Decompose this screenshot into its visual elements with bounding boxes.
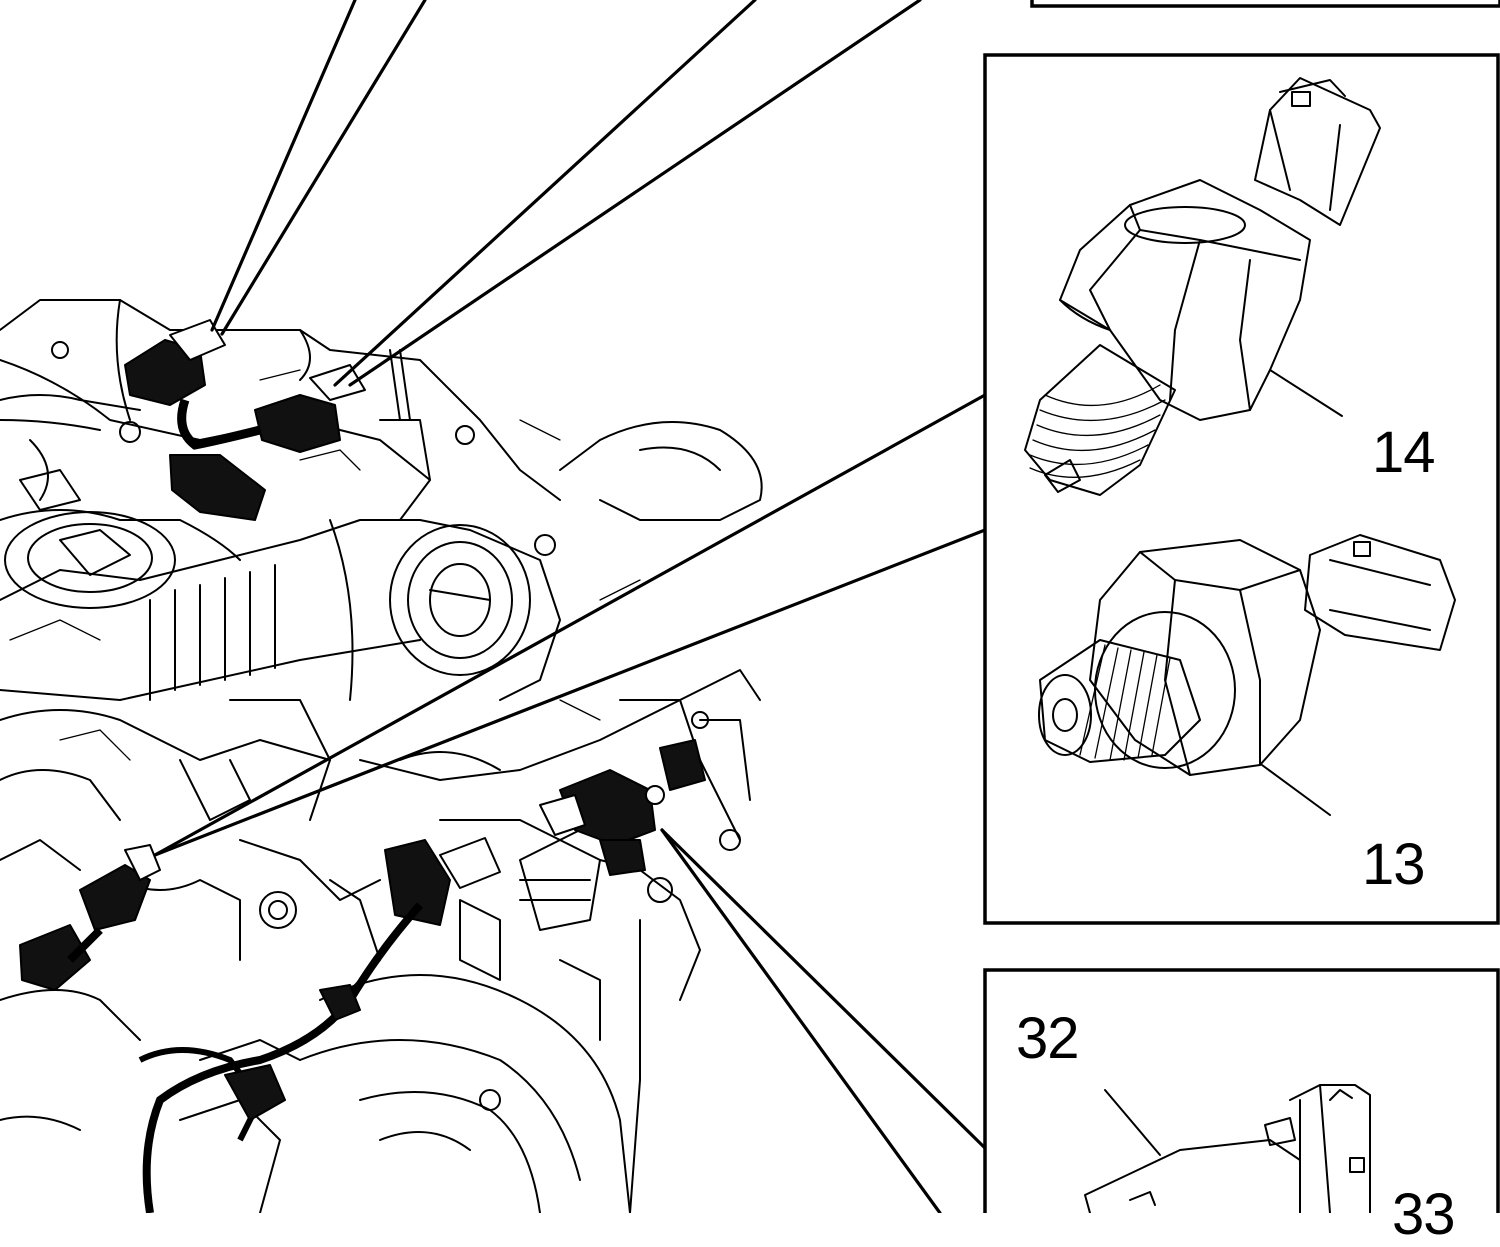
inset-sensor-32 — [983, 968, 1500, 1213]
sensor-13-drawing — [1038, 534, 1456, 816]
wiring-harness-highlight — [19, 319, 706, 1213]
callout-33-partial-label: 33 — [1392, 1182, 1456, 1247]
diagram-drawing — [0, 0, 1500, 1213]
sensor-32-drawing — [1084, 1084, 1371, 1213]
sensor-14-drawing — [1024, 77, 1381, 496]
leader-lines — [153, 0, 987, 1213]
callout-14-label: 14 — [1372, 420, 1436, 485]
inset-top-partial — [1030, 0, 1500, 8]
callout-32-label: 32 — [1016, 1006, 1080, 1071]
engine-block-drawing — [0, 299, 763, 1213]
callout-13-label: 13 — [1362, 832, 1426, 897]
